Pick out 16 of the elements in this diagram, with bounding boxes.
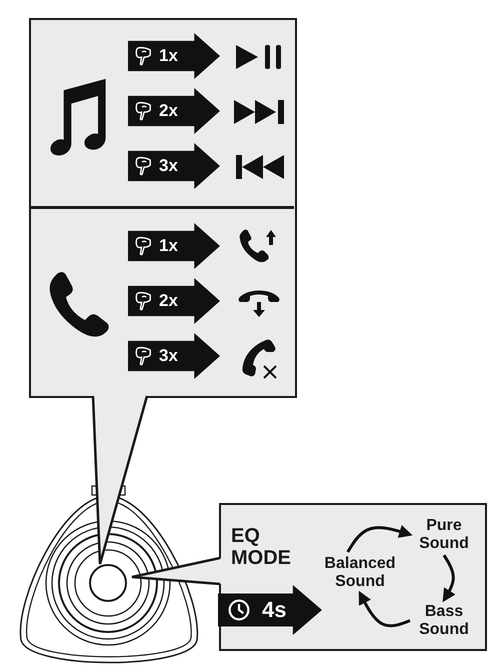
sound-mode-label: Balanced Sound	[319, 555, 401, 590]
cycle-arrow	[346, 524, 413, 553]
callout-panel	[29, 18, 297, 398]
sound-mode-label: Bass Sound	[414, 603, 474, 638]
mode-heading: EQ MODE	[231, 525, 292, 569]
press-count: 4s	[262, 596, 286, 624]
sound-mode-label: Pure Sound	[414, 517, 474, 552]
eq-mode-panel	[219, 503, 487, 651]
cycle-arrow	[442, 554, 456, 602]
press-count: 2x	[159, 290, 178, 312]
press-count: 3x	[159, 156, 178, 176]
cycle-arrow	[358, 590, 411, 628]
press-count: 1x	[159, 46, 178, 66]
press-count: 3x	[159, 346, 178, 366]
press-count: 2x	[159, 100, 178, 122]
press-count: 1x	[159, 236, 178, 256]
